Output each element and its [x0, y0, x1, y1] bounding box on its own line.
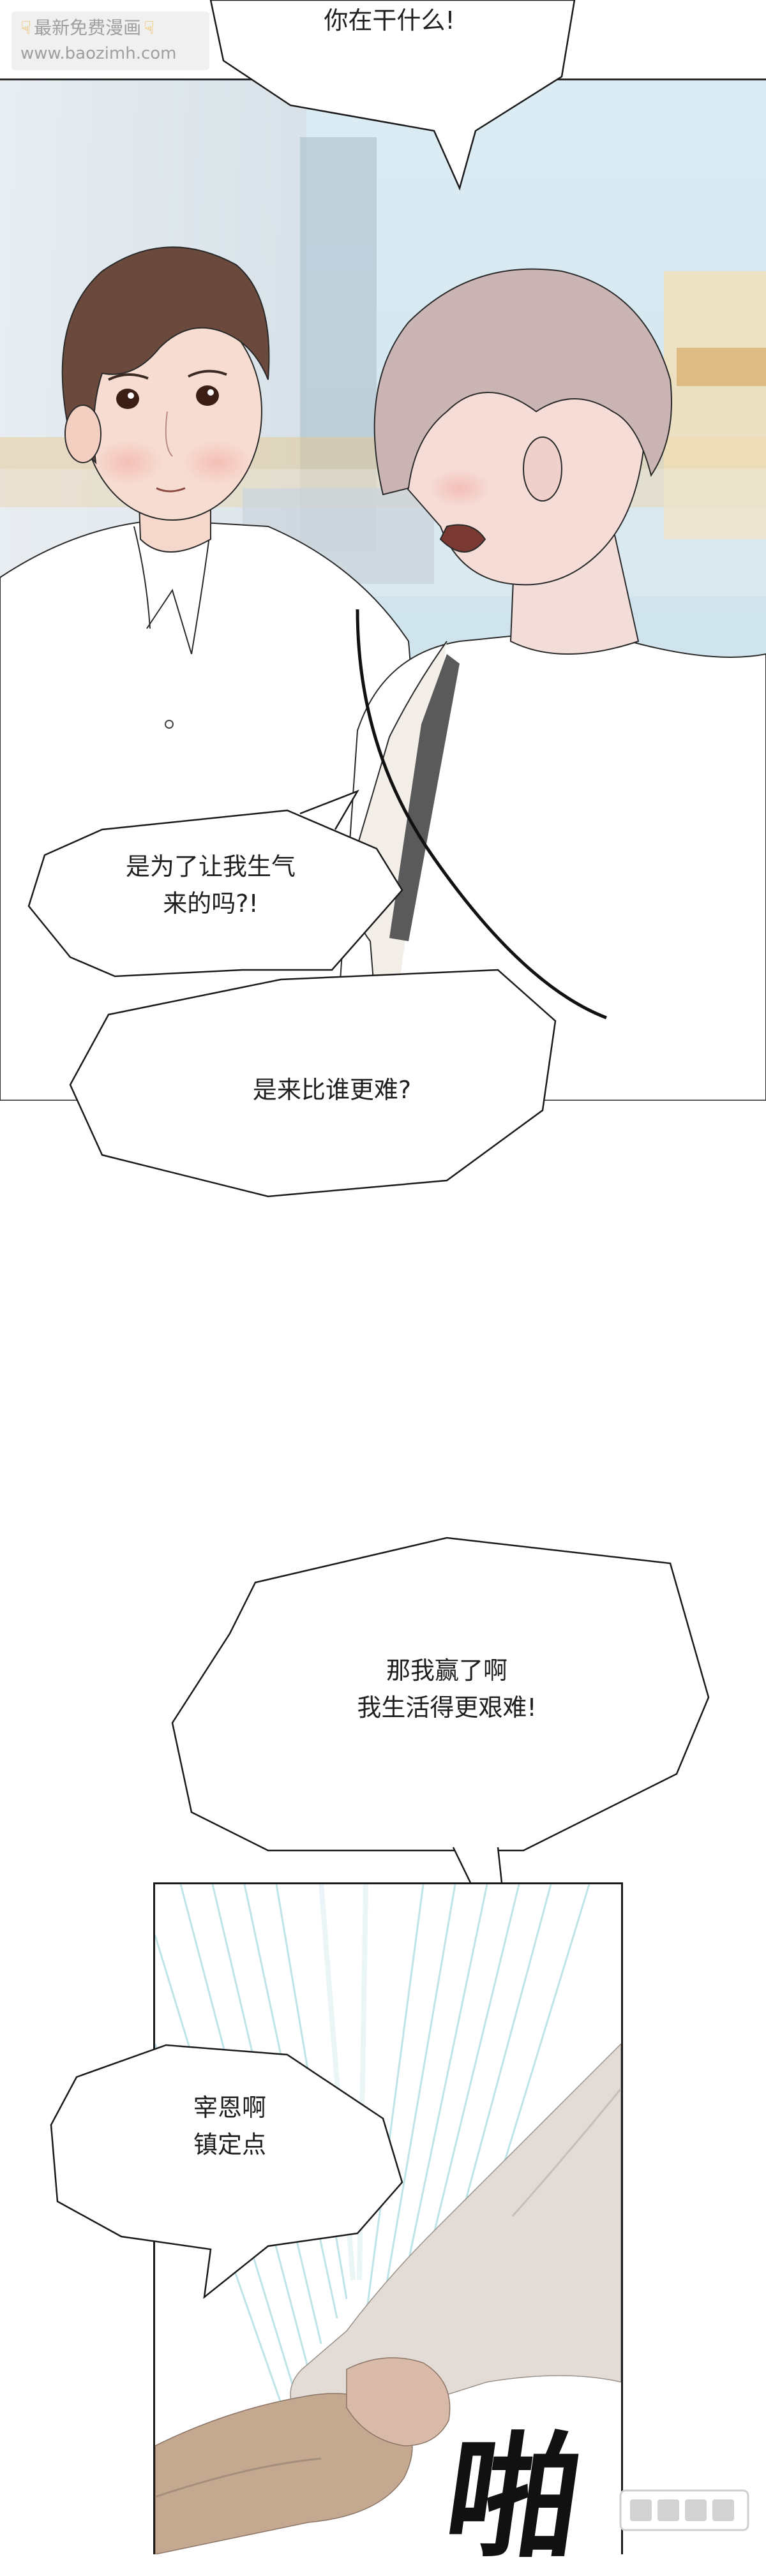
- speech-bubble-2: [27, 789, 403, 978]
- sound-effect-text: 啪: [436, 2420, 606, 2576]
- speech-text-4-line-1: 那我赢了啊: [386, 1657, 507, 1685]
- publisher-logo-icon: [619, 2489, 749, 2531]
- panel-2-art: [155, 1884, 621, 2554]
- pointing-hand-icon: ☟: [144, 17, 155, 38]
- pointing-hand-icon: ☟: [20, 17, 32, 38]
- speech-bubble-3: [69, 969, 557, 1198]
- speech-text-3: 是来比谁更难?: [252, 1076, 412, 1104]
- watermark-text-1: 最新免费漫画: [34, 17, 142, 38]
- comic-panel-1: [0, 80, 766, 1101]
- watermark-line-2: www.baozimh.com: [20, 44, 177, 63]
- speech-text-2-line-1: 是为了让我生气: [125, 852, 296, 881]
- speech-bubble-5: [50, 2044, 403, 2299]
- speech-text-4-line-2: 我生活得更艰难!: [357, 1694, 537, 1722]
- speech-text-1: 你在干什么!: [324, 6, 455, 34]
- speech-text-5-line-2: 镇定点: [193, 2131, 266, 2159]
- panel-1-art: [0, 80, 766, 1101]
- sound-effect-glyph: 啪: [435, 2420, 586, 2576]
- speech-bubble-1: [209, 0, 576, 191]
- watermark: ☟最新免费漫画☟ www.baozimh.com: [11, 11, 209, 70]
- speech-text-2-line-2: 来的吗?!: [163, 890, 259, 918]
- watermark-line-1: ☟最新免费漫画☟: [20, 15, 157, 41]
- speech-text-5-line-1: 宰恩啊: [193, 2094, 266, 2122]
